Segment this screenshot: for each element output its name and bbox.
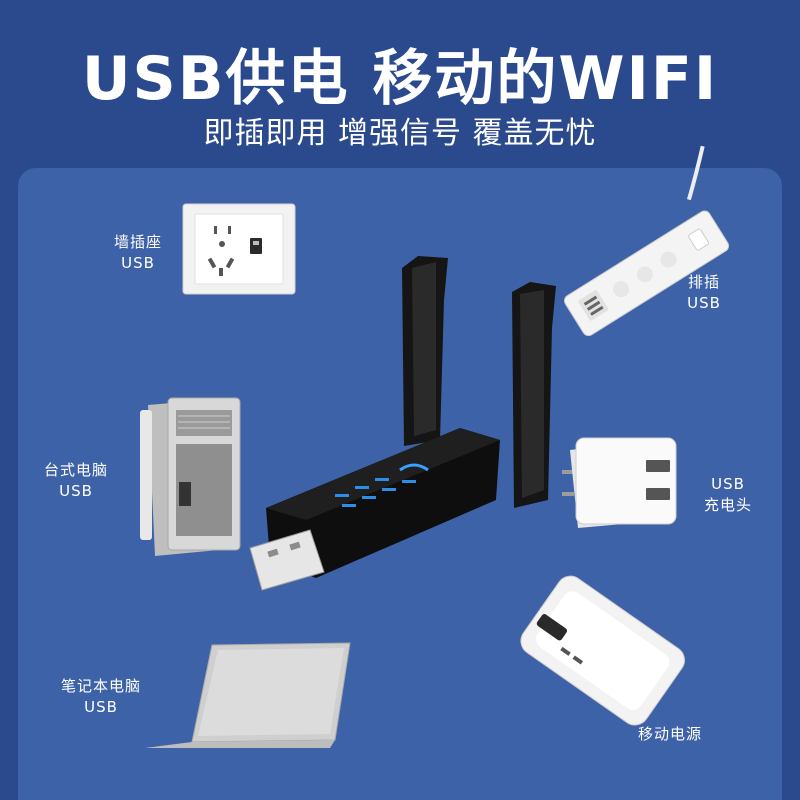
page-title: USB供电 移动的WIFI <box>81 44 719 114</box>
power-bank-icon <box>520 575 685 726</box>
power-strip-icon <box>564 145 730 337</box>
laptop-icon <box>145 642 351 748</box>
power-bank-label: 移动电源 <box>637 725 702 743</box>
page-subtitle: 即插即用 增强信号 覆盖无忧 <box>203 116 597 151</box>
desktop-tower-icon <box>140 397 241 556</box>
usb-wifi-dongle-icon <box>249 256 556 591</box>
wall-socket-icon <box>182 203 296 295</box>
usb-charger-icon <box>562 437 677 528</box>
